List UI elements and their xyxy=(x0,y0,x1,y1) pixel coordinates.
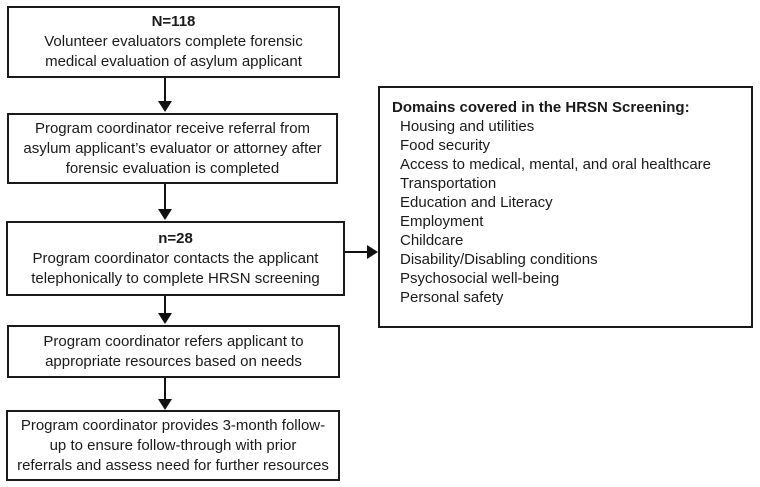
step-text: Program coordinator refers applicant to … xyxy=(43,332,304,370)
hrsn-domain-item: Psychosocial well-being xyxy=(400,270,560,287)
hrsn-domain-item: Personal safety xyxy=(400,289,504,306)
step-count-label: n=28 xyxy=(158,229,193,247)
arrow-stem xyxy=(164,184,166,209)
arrow-down-icon xyxy=(158,184,172,220)
arrow-stem xyxy=(164,296,166,313)
arrow-down-icon xyxy=(158,296,172,324)
arrow-head xyxy=(158,101,172,112)
arrow-head xyxy=(158,313,172,324)
arrow-stem xyxy=(164,78,166,101)
step-text: Program coordinator provides 3-month fol… xyxy=(17,416,329,474)
arrow-head xyxy=(158,399,172,410)
flow-step-receive-referral: Program coordinator receive referral fro… xyxy=(7,113,338,184)
step-count-label: N=118 xyxy=(151,13,196,30)
hrsn-domain-item: Childcare xyxy=(400,232,464,249)
hrsn-domain-item: Access to medical, mental, and oral heal… xyxy=(400,156,711,173)
arrow-stem xyxy=(164,378,166,399)
hrsn-domain-item: Transportation xyxy=(400,175,497,192)
flow-step-forensic-evaluation: N=118 Volunteer evaluators complete fore… xyxy=(7,6,340,78)
step-text: Program coordinator receive referral fro… xyxy=(23,119,322,177)
hrsn-domain-item: Disability/Disabling conditions xyxy=(400,251,598,268)
flow-step-followup: Program coordinator provides 3-month fol… xyxy=(6,410,340,481)
arrow-down-icon xyxy=(158,78,172,112)
flow-step-refer-resources: Program coordinator refers applicant to … xyxy=(7,325,340,378)
arrow-head xyxy=(158,209,172,220)
hrsn-domains-title: Domains covered in the HRSN Screening: xyxy=(392,99,690,116)
arrow-stem xyxy=(345,251,367,253)
hrsn-domain-item: Education and Literacy xyxy=(400,194,553,211)
arrow-head xyxy=(367,245,378,259)
arrow-down-icon xyxy=(158,378,172,410)
flow-step-hrsn-screening: n=28 Program coordinator contacts the ap… xyxy=(6,221,345,296)
step-text: Volunteer evaluators complete forensic m… xyxy=(44,33,303,70)
step-text: Program coordinator contacts the applica… xyxy=(31,249,320,287)
hrsn-domain-item: Housing and utilities xyxy=(400,118,535,135)
hrsn-domain-item: Employment xyxy=(400,213,484,230)
hrsn-domain-item: Food security xyxy=(400,137,491,154)
hrsn-domains-panel: Domains covered in the HRSN Screening: H… xyxy=(378,86,753,328)
arrow-right-icon xyxy=(345,245,378,259)
